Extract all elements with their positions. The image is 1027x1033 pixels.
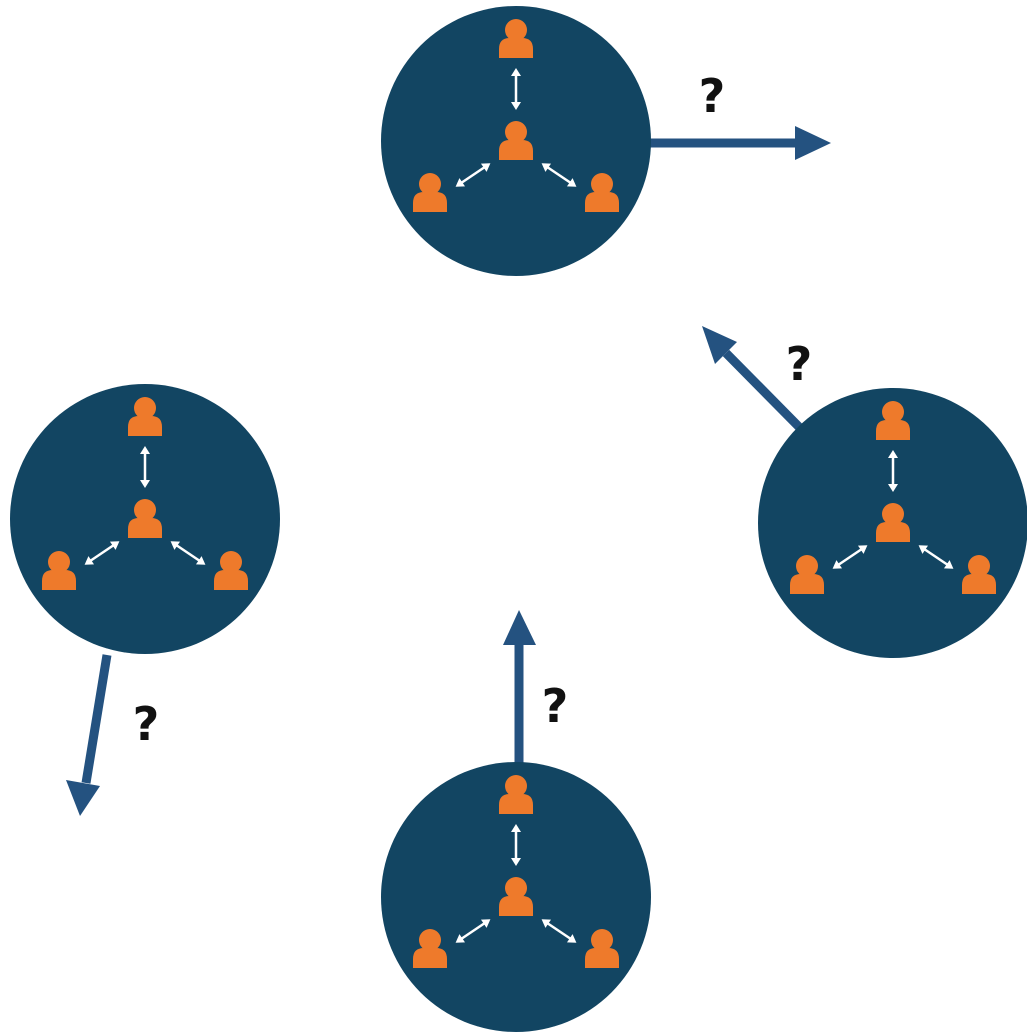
group-circle-left <box>10 384 280 654</box>
group-right: ? <box>702 326 1027 658</box>
question-mark-bottom: ? <box>542 679 569 733</box>
question-mark-right: ? <box>786 337 813 391</box>
outgoing-arrow-bottom <box>503 610 536 775</box>
outgoing-arrow-left <box>66 654 112 816</box>
group-circle-bottom <box>381 762 651 1032</box>
group-top: ? <box>381 6 831 276</box>
group-circle-top <box>381 6 651 276</box>
group-bottom: ? <box>381 610 651 1032</box>
group-left: ? <box>10 384 280 816</box>
group-circle-right <box>758 388 1027 658</box>
question-mark-left: ? <box>133 697 160 751</box>
outgoing-arrow-top <box>640 126 831 160</box>
question-mark-top: ? <box>699 69 726 123</box>
outgoing-arrow-right <box>702 326 810 438</box>
